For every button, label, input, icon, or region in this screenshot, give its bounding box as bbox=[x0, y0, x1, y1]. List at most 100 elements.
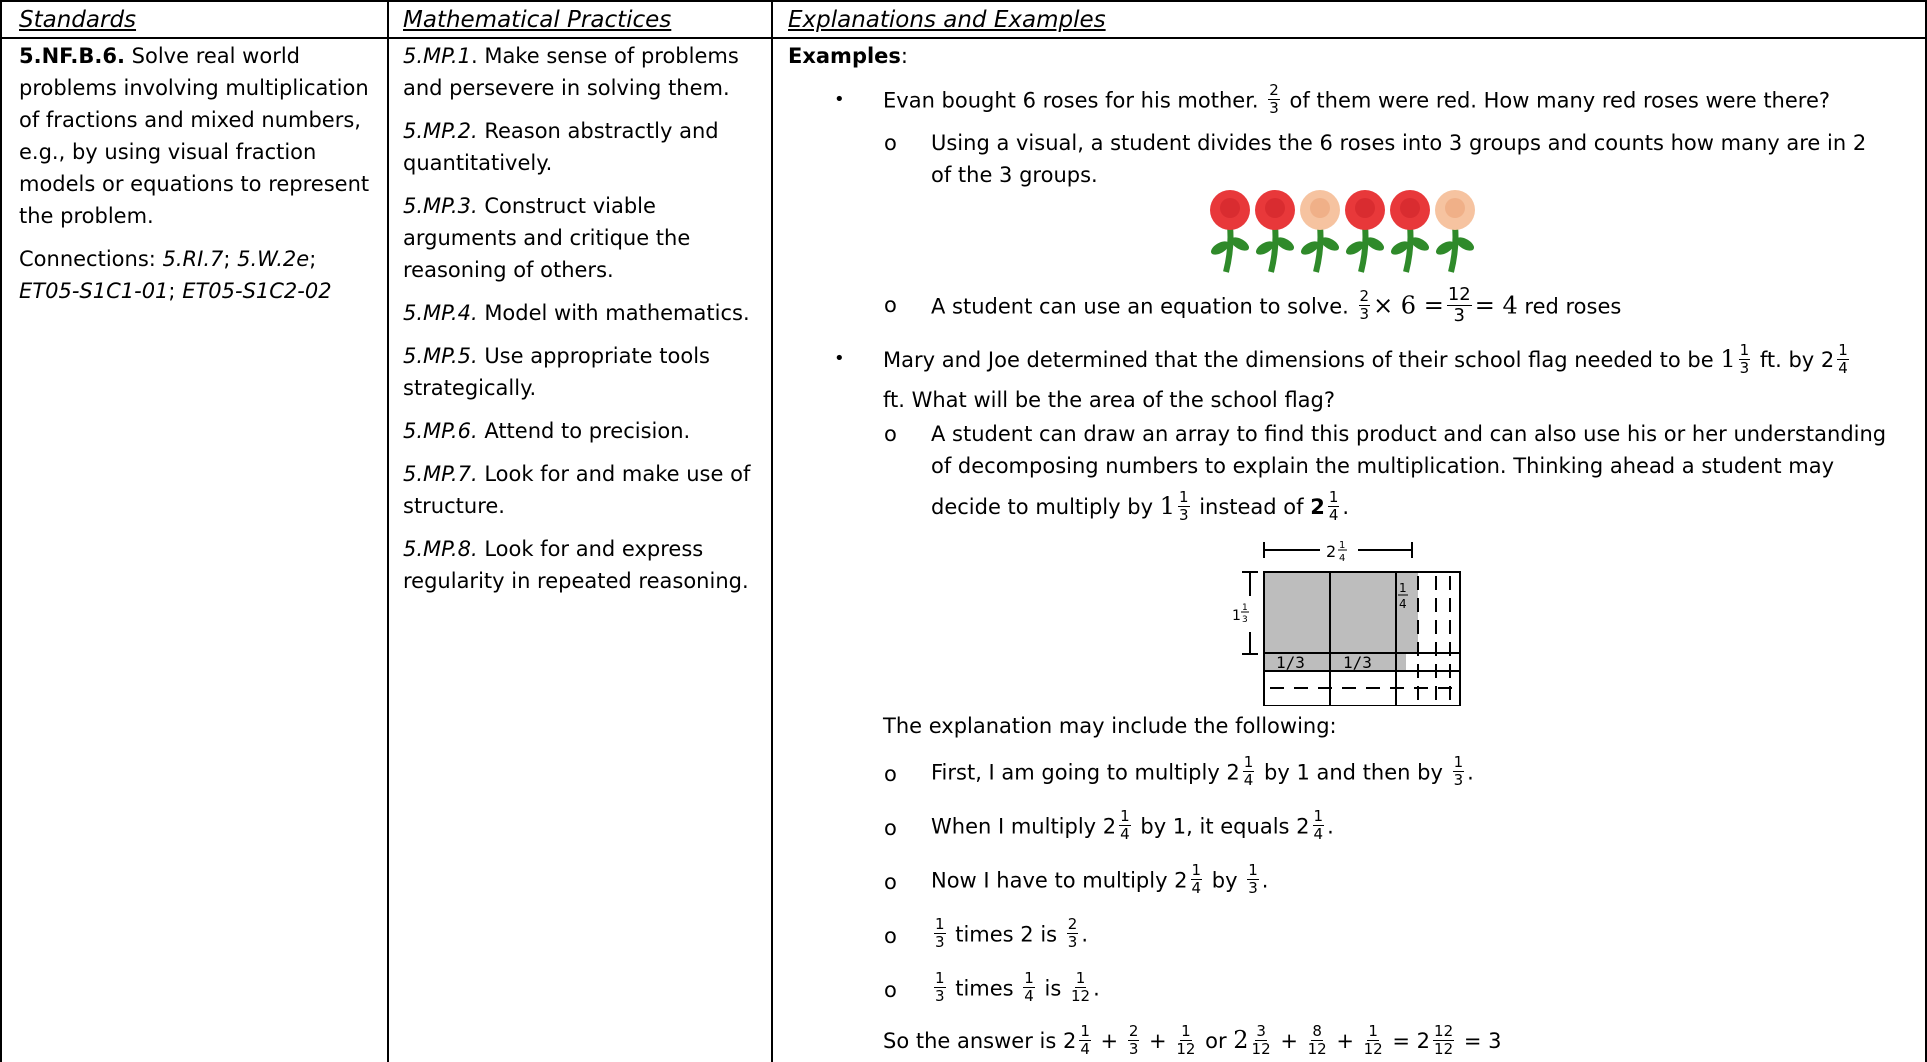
step-text: Now I have to multiply 2 bbox=[931, 868, 1188, 893]
frac-den: 3 bbox=[1453, 771, 1464, 789]
top-dimension-marker: 2 1 4 bbox=[1263, 538, 1413, 564]
frac-den: 4 bbox=[1191, 879, 1202, 897]
frac-den: 12 bbox=[1176, 1039, 1196, 1058]
frac-num: 12 bbox=[1446, 284, 1472, 306]
ex2-decide-b: instead of bbox=[1192, 495, 1311, 519]
operator: + bbox=[1329, 1029, 1361, 1053]
frac-den: 3 bbox=[1128, 1039, 1139, 1058]
practice-item: 5.MP.8. Look for and express regularity … bbox=[403, 533, 763, 597]
connection-item: 5.RI.7 bbox=[162, 247, 224, 271]
sub-bullet-icon: o bbox=[884, 422, 897, 446]
frac-den: 3 bbox=[1453, 305, 1465, 326]
practice-text: Construct viable arguments and critique … bbox=[403, 194, 691, 282]
left-dimension-marker: 1 1 3 bbox=[1232, 571, 1258, 655]
examples-label-text: Examples bbox=[788, 44, 901, 68]
step-text: When I multiply 2 bbox=[931, 814, 1117, 839]
rose-icon bbox=[1345, 190, 1385, 273]
frac-den: 3 bbox=[1248, 879, 1258, 897]
step-text: First, I am going to multiply 2 bbox=[931, 760, 1240, 785]
frac-den: 3 bbox=[1269, 99, 1279, 117]
practice-code: 5.MP.8. bbox=[403, 537, 478, 561]
ex1-text-b: of them were red. How many red roses wer… bbox=[1282, 88, 1831, 113]
column-divider-2 bbox=[771, 0, 773, 1062]
ex1-eq-part2: = 4 bbox=[1474, 291, 1518, 320]
frac-den: 4 bbox=[1328, 505, 1339, 524]
punct: . bbox=[1467, 760, 1474, 785]
frac-num: 1 bbox=[1180, 1021, 1192, 1041]
column-divider-1 bbox=[387, 0, 389, 1062]
example-2-question: ft. What will be the area of the school … bbox=[883, 388, 1336, 412]
left-label-den: 3 bbox=[1242, 615, 1248, 625]
answer-text: So the answer is 2 bbox=[883, 1029, 1077, 1053]
frac-num: 1 bbox=[1177, 487, 1190, 507]
step-text: times bbox=[948, 976, 1021, 1001]
frac-num: 1 bbox=[934, 915, 946, 934]
operator: + bbox=[1273, 1029, 1305, 1053]
examples-label: Examples: bbox=[788, 40, 908, 72]
step-text: by 1, it equals 2 bbox=[1133, 814, 1310, 839]
shaded-strip bbox=[1406, 573, 1418, 653]
frac-num: 12 bbox=[1433, 1021, 1455, 1041]
rose-icon bbox=[1300, 190, 1340, 273]
header-practices: Mathematical Practices bbox=[403, 7, 672, 33]
punct: . bbox=[1081, 922, 1089, 947]
rose-icon bbox=[1255, 190, 1295, 273]
rose-icon bbox=[1435, 190, 1475, 273]
mixed-whole: 2 bbox=[1310, 495, 1325, 519]
sub-bullet-icon: o bbox=[884, 131, 897, 155]
frac-den: 12 bbox=[1070, 987, 1091, 1005]
table-border-left bbox=[0, 0, 2, 1062]
practice-text: Attend to precision. bbox=[477, 419, 691, 443]
frac-den: 3 bbox=[1067, 933, 1078, 951]
rose-icon bbox=[1390, 190, 1430, 273]
header-divider bbox=[0, 37, 1927, 39]
practice-code: 5.MP.3. bbox=[403, 194, 478, 218]
top-label-num: 1 bbox=[1339, 540, 1345, 551]
standards-cell: 5.NF.B.6. Solve real world problems invo… bbox=[19, 40, 379, 307]
connection-sep: ; bbox=[223, 247, 238, 271]
mixed-whole: 2 bbox=[1233, 1026, 1249, 1054]
punct: . bbox=[1261, 868, 1269, 893]
frac-den: 4 bbox=[1313, 825, 1324, 843]
practice-item: 5.MP.3. Construct viable arguments and c… bbox=[403, 190, 763, 286]
step-text: is bbox=[1037, 976, 1068, 1001]
example-2-prompt: Mary and Joe determined that the dimensi… bbox=[883, 340, 1852, 379]
table-border-right bbox=[1925, 0, 1927, 1062]
ex2-text-a: Mary and Joe determined that the dimensi… bbox=[883, 348, 1721, 372]
practice-code: 5.MP.1 bbox=[403, 44, 471, 68]
example-1-visual-text: Using a visual, a student divides the 6 … bbox=[931, 131, 1867, 187]
left-label-num: 1 bbox=[1242, 603, 1248, 613]
connection-item: 5.W.2e bbox=[237, 247, 310, 271]
connection-sep: ; bbox=[309, 247, 317, 271]
frac-num: 1 bbox=[1079, 1021, 1091, 1041]
shaded-region bbox=[1265, 573, 1406, 671]
practice-text: Use appropriate tools strategically. bbox=[403, 344, 710, 400]
connection-item: ET05-S1C1-01 bbox=[19, 279, 169, 303]
ex1-text-a: Evan bought 6 roses for his mother. bbox=[883, 88, 1266, 113]
practice-text: Look for and express regularity in repea… bbox=[403, 537, 749, 593]
step-text: by bbox=[1205, 868, 1245, 893]
frac-num: 1 bbox=[1837, 340, 1849, 360]
frac-den: 12 bbox=[1363, 1039, 1383, 1058]
bullet-icon: • bbox=[834, 89, 845, 110]
